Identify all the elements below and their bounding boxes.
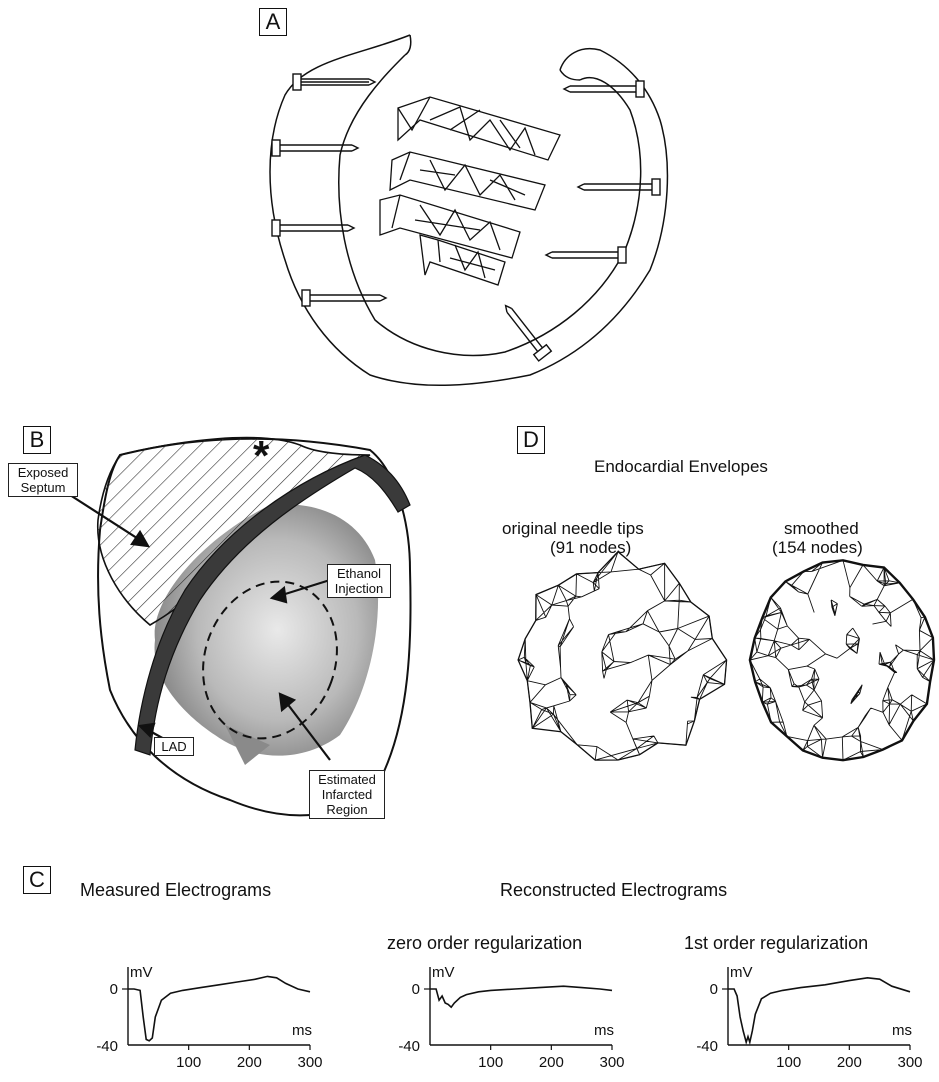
x-tick-label: 200 [837,1054,862,1071]
y-tick-label: 0 [110,981,118,998]
x-axis-label: ms [892,1022,912,1039]
electrogram-trace [728,978,910,1042]
y-tick-label: -40 [96,1038,118,1055]
y-tick-label: 0 [710,981,718,998]
y-tick-label: -40 [696,1038,718,1055]
x-tick-label: 100 [478,1054,503,1071]
electrogram-trace [128,976,310,1040]
x-tick-label: 100 [176,1054,201,1071]
electrogram-trace [430,986,612,1007]
x-axis-label: ms [292,1022,312,1039]
x-tick-label: 200 [539,1054,564,1071]
x-tick-label: 200 [237,1054,262,1071]
y-axis-label: mV [730,964,753,981]
x-tick-label: 300 [599,1054,624,1071]
x-tick-label: 300 [897,1054,922,1071]
y-axis-label: mV [130,964,153,981]
y-tick-label: 0 [412,981,420,998]
x-axis-label: ms [594,1022,614,1039]
y-tick-label: -40 [398,1038,420,1055]
y-axis-label: mV [432,964,455,981]
x-tick-label: 300 [297,1054,322,1071]
x-tick-label: 100 [776,1054,801,1071]
